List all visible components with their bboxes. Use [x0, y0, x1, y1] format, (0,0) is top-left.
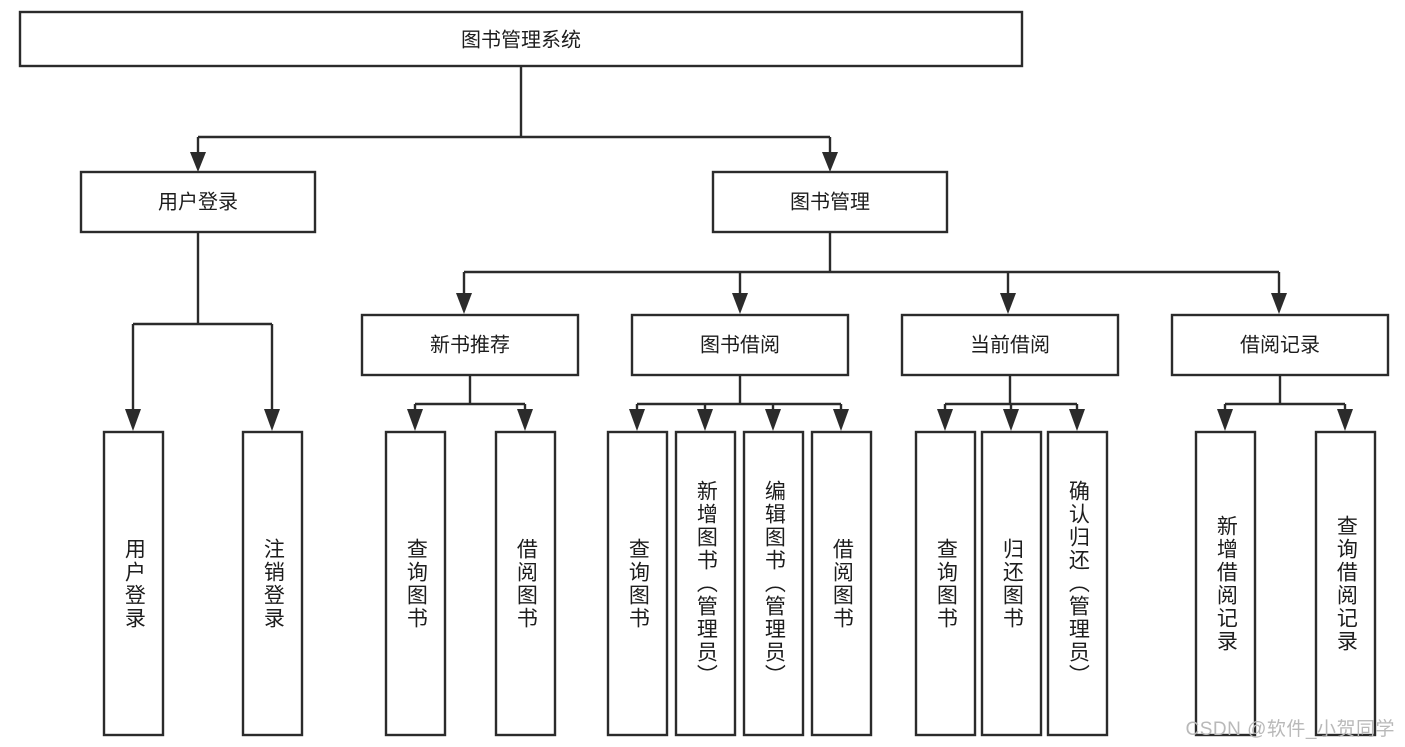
connector-group-root-to-level2 — [190, 66, 838, 172]
leaf-box-new-book-1[interactable] — [384, 430, 447, 737]
node-book-borrow-label: 图书借阅 — [700, 333, 780, 356]
node-root-label: 图书管理系统 — [461, 28, 581, 51]
leaf-label-book-borrow-3: 编辑图书（管理员） — [762, 480, 786, 687]
leaf-boxes-user-login — [102, 430, 304, 737]
node-book-management-box[interactable] — [711, 170, 949, 234]
leaf-box-current-borrow-2[interactable] — [980, 430, 1043, 737]
node-borrow-record-label: 借阅记录 — [1240, 333, 1320, 356]
arrow-head-current-borrow — [1000, 293, 1016, 314]
node-borrow-record[interactable]: 借阅记录 — [1170, 313, 1390, 377]
leaf-box-current-borrow-3[interactable] — [1046, 430, 1109, 737]
leaf-box-book-borrow-1[interactable] — [606, 430, 669, 737]
leaf-label-book-borrow-4: 借阅图书 — [830, 537, 854, 630]
arrow-head-user-login-leaf-2 — [264, 409, 280, 431]
leaf-label-current-borrow-2: 归还图书 — [1000, 537, 1024, 630]
arrow-head-new-book-leaf-1 — [407, 409, 423, 431]
arrow-head-book-mgmt — [822, 152, 838, 172]
arrow-head-new-book — [456, 293, 472, 314]
leaf-label-new-book-2: 借阅图书 — [514, 537, 538, 630]
leaf-box-book-borrow-3[interactable] — [742, 430, 805, 737]
arrow-head-borrow-record-leaf-2 — [1337, 409, 1353, 431]
node-book-borrow[interactable]: 图书借阅 — [630, 313, 850, 377]
leaf-box-new-book-2[interactable] — [494, 430, 557, 737]
arrow-head-new-book-leaf-2 — [517, 409, 533, 431]
node-new-book-recommend[interactable]: 新书推荐 — [360, 313, 580, 377]
connector-group-borrow-record-to-leaves — [1217, 375, 1353, 431]
connector-group-new-book-to-leaves — [407, 375, 533, 431]
node-root-box[interactable] — [18, 10, 1024, 68]
leaf-label-borrow-record-2: 查询借阅记录 — [1334, 514, 1358, 653]
arrow-head-current-borrow-leaf-1 — [937, 409, 953, 431]
connector-group-book-mgmt-to-level3 — [456, 232, 1287, 314]
leaf-box-book-borrow-2[interactable] — [674, 430, 737, 737]
arrow-head-current-borrow-leaf-3 — [1069, 409, 1085, 431]
leaf-boxes-new-book — [384, 430, 557, 737]
connector-group-user-login-to-leaves — [125, 232, 280, 431]
leaf-label-user-login-2: 注销登录 — [261, 537, 285, 630]
arrow-head-book-borrow-leaf-3 — [765, 409, 781, 431]
leaf-box-current-borrow-1[interactable] — [914, 430, 977, 737]
leaf-boxes-current-borrow — [914, 430, 1109, 737]
arrow-head-borrow-record-leaf-1 — [1217, 409, 1233, 431]
node-current-borrow[interactable]: 当前借阅 — [900, 313, 1120, 377]
node-book-management-label: 图书管理 — [790, 190, 870, 213]
arrow-head-borrow-record — [1271, 293, 1287, 314]
leaf-label-book-borrow-2: 新增图书（管理员） — [694, 480, 718, 687]
leaf-label-current-borrow-3: 确认归还（管理员） — [1066, 480, 1090, 687]
leaf-box-borrow-record-2[interactable] — [1314, 430, 1377, 737]
node-user-login-box[interactable] — [79, 170, 317, 234]
node-user-login[interactable]: 用户登录 — [79, 170, 317, 234]
arrow-head-book-borrow-leaf-4 — [833, 409, 849, 431]
arrow-head-current-borrow-leaf-2 — [1003, 409, 1019, 431]
arrow-head-user-login-leaf-1 — [125, 409, 141, 431]
leaf-label-book-borrow-1: 查询图书 — [626, 537, 650, 630]
leaf-box-borrow-record-1[interactable] — [1194, 430, 1257, 737]
leaf-box-user-login-1[interactable] — [102, 430, 165, 737]
leaf-label-borrow-record-1: 新增借阅记录 — [1214, 514, 1238, 653]
arrow-head-book-borrow-leaf-2 — [697, 409, 713, 431]
node-new-book-recommend-box[interactable] — [360, 313, 580, 377]
node-new-book-recommend-label: 新书推荐 — [430, 333, 510, 356]
node-user-login-label: 用户登录 — [158, 190, 238, 213]
node-borrow-record-box[interactable] — [1170, 313, 1390, 377]
leaf-label-current-borrow-1: 查询图书 — [934, 537, 958, 630]
node-root[interactable]: 图书管理系统 — [18, 10, 1024, 68]
leaf-label-new-book-1: 查询图书 — [404, 537, 428, 630]
leaf-label-user-login-1: 用户登录 — [122, 537, 146, 630]
leaf-box-book-borrow-4[interactable] — [810, 430, 873, 737]
connector-group-book-borrow-to-leaves — [629, 375, 849, 431]
node-current-borrow-label: 当前借阅 — [970, 333, 1050, 356]
node-current-borrow-box[interactable] — [900, 313, 1120, 377]
arrow-head-book-borrow-leaf-1 — [629, 409, 645, 431]
node-book-borrow-box[interactable] — [630, 313, 850, 377]
node-book-management[interactable]: 图书管理 — [711, 170, 949, 234]
connector-group-current-borrow-to-leaves — [937, 375, 1085, 431]
leaf-boxes-book-borrow — [606, 430, 873, 737]
arrow-head-book-borrow — [732, 293, 748, 314]
arrow-head-user-login — [190, 152, 206, 172]
leaf-box-user-login-2[interactable] — [241, 430, 304, 737]
leaf-boxes-borrow-record — [1194, 430, 1377, 737]
